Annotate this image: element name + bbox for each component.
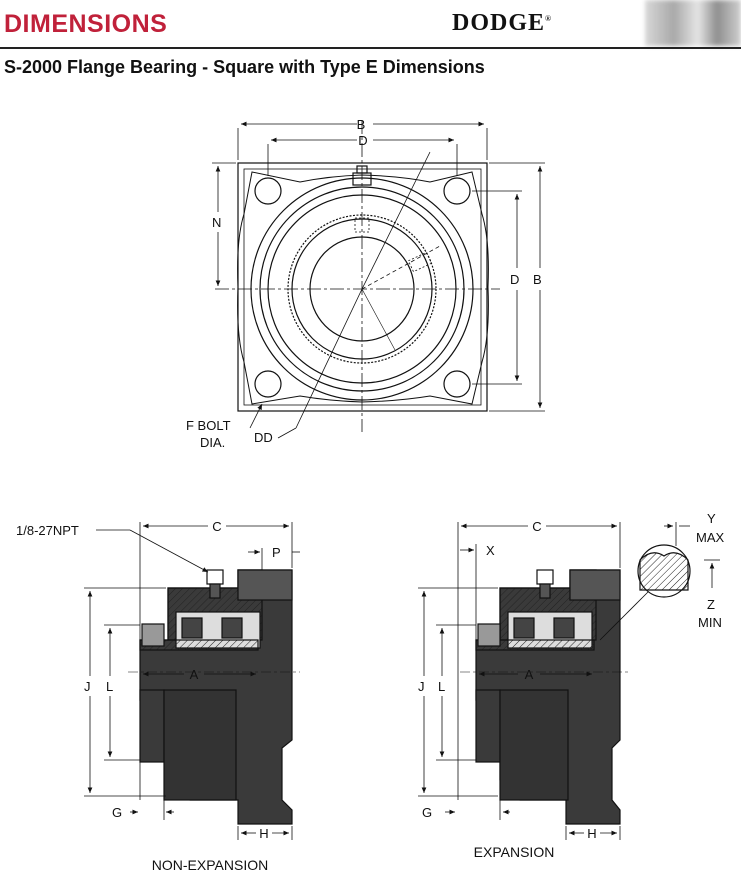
non-expansion-view — [84, 522, 300, 840]
label-n: N — [212, 215, 221, 230]
label-b-top: B — [357, 117, 366, 132]
label-c-right: C — [532, 519, 541, 534]
registered-mark: ® — [545, 14, 552, 23]
label-npt: 1/8-27NPT — [16, 523, 79, 538]
page-title: DIMENSIONS — [4, 10, 168, 38]
flange-inner-outline — [243, 168, 482, 406]
caption-expansion: EXPANSION — [474, 844, 555, 860]
header-divider — [0, 47, 741, 49]
label-x: X — [486, 543, 495, 558]
grease-fitting-right — [536, 569, 554, 585]
blurred-image — [645, 0, 741, 46]
page-subtitle: S-2000 Flange Bearing - Square with Type… — [4, 57, 485, 77]
label-dd: DD — [254, 430, 273, 445]
bolt-hole-tl — [254, 177, 282, 205]
bolt-hole-br — [443, 370, 471, 398]
label-d-top: D — [358, 133, 367, 148]
grease-fitting-left — [206, 569, 224, 585]
label-a-left: A — [190, 667, 199, 682]
label-j-right: J — [418, 679, 425, 694]
label-f-bolt: F BOLT — [186, 418, 231, 433]
label-y: Y — [707, 511, 716, 526]
label-dia: DIA. — [200, 435, 225, 450]
label-h-left: H — [259, 826, 268, 841]
bolt-hole-bl — [254, 370, 282, 398]
bolt-hole-tr — [443, 177, 471, 205]
label-c-left: C — [212, 519, 221, 534]
label-g-left: G — [112, 805, 122, 820]
label-b-right: B — [533, 272, 542, 287]
label-d-right: D — [510, 272, 519, 287]
dia-leader-2 — [295, 288, 363, 429]
flange-ears — [237, 171, 489, 405]
label-g-right: G — [422, 805, 432, 820]
label-max: MAX — [696, 530, 725, 545]
label-h-right: H — [587, 826, 596, 841]
label-l-right: L — [438, 679, 445, 694]
top-view — [212, 120, 545, 439]
expansion-view — [418, 522, 720, 840]
label-p: P — [272, 545, 281, 560]
label-min: MIN — [698, 615, 722, 630]
caption-non-expansion: NON-EXPANSION — [152, 857, 268, 873]
logo-text: DODGE — [452, 10, 546, 36]
label-a-right: A — [525, 667, 534, 682]
label-l-left: L — [106, 679, 113, 694]
header: DIMENSIONS DODGE® — [0, 0, 741, 48]
dodge-logo: DODGE® — [452, 10, 552, 37]
label-j-left: J — [84, 679, 91, 694]
dia-leader-1 — [361, 151, 431, 290]
label-z: Z — [707, 597, 715, 612]
